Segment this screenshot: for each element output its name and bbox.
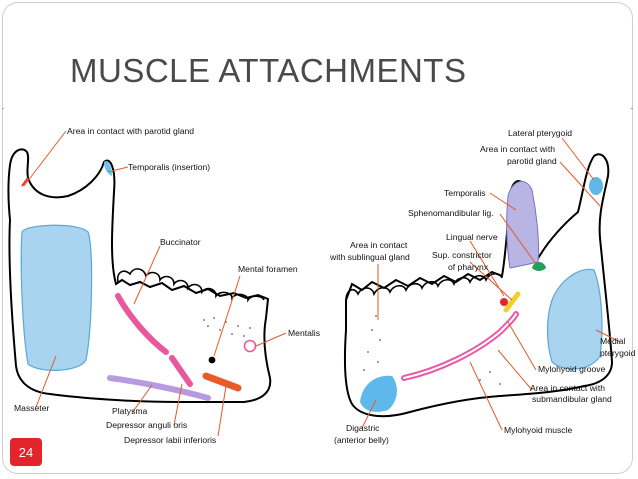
label-mylohyoid-muscle: Mylohyoid muscle [504,425,573,435]
lingual-nerve-dot [500,298,508,306]
slide-frame [2,2,633,474]
label-sphenomandibular: Sphenomandibular lig. [408,208,494,218]
label-temporalis-insertion: Temporalis (insertion) [128,162,210,172]
slide-number-badge: 24 [10,438,42,466]
title-rule-left [2,108,4,109]
label-platysma: Platysma [112,406,148,416]
medial-pterygoid-area [546,268,603,370]
label-depressor-labii: Depressor labii inferioris [124,435,216,445]
label-masseter: Masseter [14,403,49,413]
label-sublingual-1: Area in contact [350,240,408,250]
label-mental-foramen: Mental foramen [238,264,298,274]
title-rule-right [631,108,633,109]
lateral-pterygoid-area [589,177,603,195]
label-parotid-left: Area in contact with parotid gland [67,126,194,136]
buccinator-band [115,293,169,355]
sphenomandibular-area [532,262,546,271]
mentalis-circle [243,339,257,353]
label-mentalis: Mentalis [288,328,320,338]
left-temporalis-area [104,160,112,176]
left-parotid-area [21,177,29,187]
sublingual-texture [363,315,501,385]
label-buccinator: Buccinator [160,237,201,247]
depressor-anguli-band [169,355,193,387]
label-depressor-anguli: Depressor anguli oris [106,420,187,430]
mylohyoid-line-core [403,313,517,379]
label-digastric-1: Digastric [346,423,380,433]
right-temporalis-area [506,181,540,269]
left-bone-texture [203,317,251,337]
label-medial-pterygoid-1: Medial [600,336,625,346]
mental-foramen-dot [208,356,216,364]
slide-title: MUSCLE ATTACHMENTS [70,52,467,89]
left-leader-lines [23,130,287,437]
label-lateral-pterygoid: Lateral pterygoid [508,128,572,138]
label-constrictor-2: of pharynx [448,262,489,272]
label-digastric-2: (anterior belly) [334,435,389,445]
label-submandibular-1: Area in contact with [530,383,605,393]
label-submandibular-2: submandibular gland [532,394,612,404]
masseter-area [20,224,93,371]
right-leader-lines [361,137,621,431]
label-temporalis-right: Temporalis [444,188,486,198]
label-sublingual-2: with sublingual gland [329,252,410,262]
label-constrictor-1: Sup. constrictor [432,250,492,260]
constrictor-band [503,291,521,313]
label-parotid-right-1: Area in contact with [480,144,555,154]
label-mylohyoid-groove: Mylohyoid groove [538,364,606,374]
platysma-band [107,375,211,401]
label-lingual-nerve: Lingual nerve [446,232,498,242]
left-teeth [116,268,265,303]
depressor-labii-band [202,372,242,392]
digastric-area [360,375,397,412]
label-medial-pterygoid-2: pterygoid [600,348,636,358]
right-mandible-medial-view: Lateral pterygoid Area in contact with p… [329,128,636,445]
left-mandible-lateral-view: Area in contact with parotid gland Tempo… [7,126,320,445]
right-teeth [345,272,503,301]
label-parotid-right-2: parotid gland [507,156,557,166]
